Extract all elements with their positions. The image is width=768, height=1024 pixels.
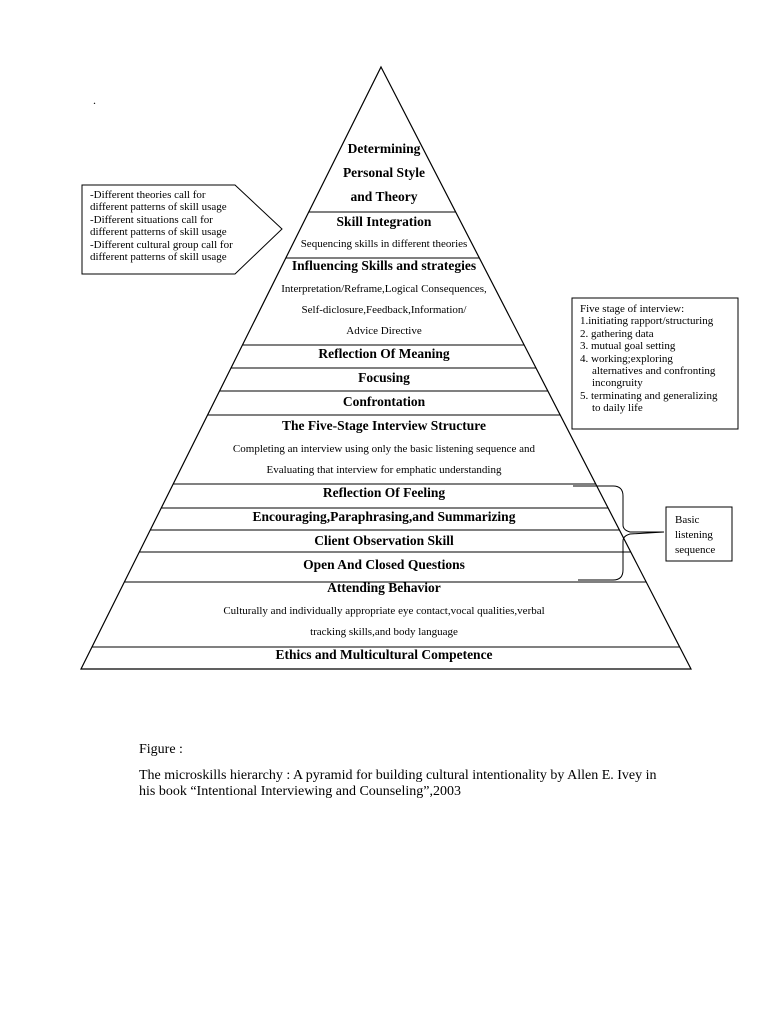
- level-desc-five-stage-2: Evaluating that interview for emphatic u…: [267, 464, 502, 476]
- level-title-attending-behavior: Attending Behavior: [327, 580, 441, 595]
- bracket-callout-line: sequence: [675, 544, 716, 556]
- level-desc-attending-1: Culturally and individually appropriate …: [223, 605, 544, 617]
- bracket-callout-line: Basic: [675, 514, 700, 526]
- level-title-confrontation: Confrontation: [343, 394, 426, 409]
- right-callout-line: alternatives and confronting: [592, 365, 716, 378]
- right-callout-line: 4. working;exploring: [580, 352, 673, 365]
- right-callout-line: 5. terminating and generalizing: [580, 389, 718, 402]
- left-callout-line: -Different situations call for: [90, 213, 213, 226]
- listening-sequence-bracket: [573, 485, 665, 581]
- level-title-focusing: Focusing: [358, 370, 410, 385]
- right-callout-text: Five stage of interview: 1.initiating ra…: [580, 303, 738, 415]
- level-title-ethics: Ethics and Multicultural Competence: [275, 647, 492, 662]
- bracket-callout-box: [665, 506, 733, 562]
- level-desc-influencing-3: Advice Directive: [346, 325, 422, 337]
- right-callout-box: [571, 297, 739, 430]
- level-title-and-theory: and Theory: [351, 189, 418, 204]
- level-title-personal-style: Personal Style: [343, 165, 425, 180]
- level-desc-influencing-2: Self-diclosure,Feedback,Information/: [302, 304, 468, 316]
- left-callout-line: -Different theories call for: [90, 189, 206, 201]
- right-callout-line: 2. gathering data: [580, 327, 654, 340]
- level-title-encouraging: Encouraging,Paraphrasing,and Summarizing: [253, 509, 516, 524]
- level-title-determining: Determining: [348, 141, 421, 156]
- left-callout-text: -Different theories call for different p…: [90, 189, 250, 263]
- level-desc-attending-2: tracking skills,and body language: [310, 626, 458, 638]
- left-callout-line: different patterns of skill usage: [90, 226, 227, 239]
- right-callout-line: Five stage of interview:: [580, 303, 685, 315]
- caption-line-2: his book “Intentional Interviewing and C…: [139, 784, 461, 799]
- right-callout-line: 1.initiating rapport/structuring: [580, 315, 714, 328]
- caption-line-1: The microskills hierarchy : A pyramid fo…: [139, 768, 657, 783]
- left-callout-line: different patterns of skill usage: [90, 251, 227, 264]
- level-dividers: [92, 211, 680, 648]
- level-title-reflection-of-meaning: Reflection Of Meaning: [318, 346, 449, 361]
- caption-label: Figure :: [139, 742, 183, 757]
- level-title-client-observation: Client Observation Skill: [314, 533, 454, 548]
- left-callout-line: -Different cultural group call for: [90, 238, 233, 251]
- level-title-reflection-of-feeling: Reflection Of Feeling: [323, 485, 445, 500]
- stray-dot: .: [93, 93, 96, 107]
- bracket-callout-text: Basic listening sequence: [675, 513, 730, 558]
- right-callout-line: incongruity: [592, 377, 643, 390]
- left-callout-shape: [81, 184, 283, 275]
- level-title-influencing-skills: Influencing Skills and strategies: [292, 258, 476, 273]
- bracket-callout-line: listening: [675, 529, 713, 541]
- left-callout-line: different patterns of skill usage: [90, 201, 227, 214]
- level-desc-skill-integration: Sequencing skills in different theories: [301, 238, 468, 250]
- level-title-skill-integration: Skill Integration: [337, 214, 432, 229]
- level-desc-influencing-1: Interpretation/Reframe,Logical Consequen…: [281, 283, 487, 295]
- right-callout-line: to daily life: [592, 402, 643, 415]
- level-title-open-closed-questions: Open And Closed Questions: [303, 557, 465, 572]
- figure-caption: Figure : The microskills hierarchy : A p…: [139, 742, 699, 800]
- level-desc-five-stage-1: Completing an interview using only the b…: [233, 443, 536, 455]
- right-callout-line: 3. mutual goal setting: [580, 340, 676, 353]
- level-title-five-stage-interview: The Five-Stage Interview Structure: [282, 418, 486, 433]
